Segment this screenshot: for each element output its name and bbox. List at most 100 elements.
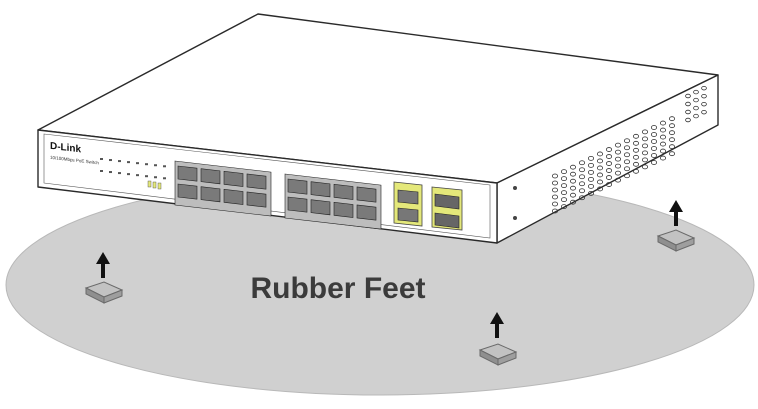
led-indicator: [154, 164, 157, 167]
vent-hole: [579, 167, 586, 173]
vent-hole: [633, 140, 640, 146]
rj45-port: [310, 181, 331, 198]
vent-hole: [561, 190, 568, 195]
vent-hole: [685, 109, 691, 115]
vent-hole: [606, 161, 613, 166]
vent-hole: [579, 174, 586, 180]
vent-hole: [651, 132, 658, 137]
led-indicator: [100, 158, 103, 160]
vent-hole: [642, 143, 649, 149]
led-indicator: [136, 162, 139, 165]
vent-hole: [633, 133, 640, 139]
led-indicator: [154, 176, 157, 179]
led-indicator: [127, 173, 130, 176]
vent-hole: [570, 164, 577, 170]
vent-hole: [615, 177, 622, 183]
vent-hole: [660, 141, 667, 147]
vent-hole: [588, 155, 595, 161]
vent-hole: [624, 138, 631, 144]
vent-hole: [660, 134, 667, 140]
rj45-port: [356, 186, 377, 203]
vent-hole: [552, 173, 559, 179]
led-indicator: [100, 170, 103, 172]
combo-port-area: [393, 181, 463, 231]
vent-hole: [660, 155, 667, 161]
led-indicator: [157, 182, 162, 190]
vent-hole: [642, 150, 649, 156]
vent-hole: [552, 187, 559, 193]
vent-hole: [669, 130, 676, 136]
vent-hole: [561, 204, 568, 209]
caption-rubber-feet: Rubber Feet: [250, 272, 425, 305]
led-indicator: [145, 175, 148, 178]
vent-hole: [651, 125, 658, 130]
vent-hole: [624, 152, 631, 158]
arrow-up-icon: [669, 200, 683, 226]
vent-hole: [660, 127, 667, 133]
vent-hole: [597, 179, 604, 185]
vent-hole: [561, 183, 568, 188]
rj45-port: [356, 204, 377, 221]
vent-hole: [624, 173, 631, 179]
vent-hole: [642, 136, 649, 142]
vent-hole: [701, 109, 707, 115]
rj45-port: [333, 183, 354, 200]
vent-hole: [615, 163, 622, 169]
vent-hole: [685, 101, 691, 107]
vent-hole: [570, 185, 577, 191]
vent-hole: [597, 158, 604, 164]
vent-hole: [633, 168, 640, 174]
rj45-port: [223, 188, 244, 205]
vent-hole: [606, 168, 613, 173]
vent-hole: [624, 145, 631, 151]
vent-hole: [669, 116, 676, 122]
led-indicator: [109, 171, 112, 174]
vent-hole: [642, 129, 649, 135]
rj45-port: [310, 199, 331, 216]
vent-hole: [552, 208, 559, 214]
vent-hole: [669, 144, 676, 150]
vent-hole: [606, 154, 613, 159]
rj45-port: [246, 191, 267, 208]
vent-hole: [615, 149, 622, 155]
vent-hole: [588, 190, 595, 196]
vent-hole: [597, 186, 604, 192]
led-indicator: [109, 159, 112, 162]
vent-hole: [570, 199, 577, 205]
vent-hole: [561, 169, 568, 174]
vent-hole: [693, 89, 699, 95]
led-indicator: [118, 160, 121, 163]
vent-hole: [552, 194, 559, 200]
led-indicator: [136, 174, 139, 177]
rj45-port: [287, 196, 308, 213]
led-panel: [100, 158, 166, 190]
vent-hole: [701, 85, 707, 91]
vent-hole: [669, 137, 676, 143]
rj45-port: [287, 178, 308, 195]
arrow-up-icon: [96, 252, 110, 278]
vent-hole: [633, 147, 640, 153]
vent-hole: [579, 195, 586, 201]
vent-hole: [701, 93, 707, 99]
vent-hole: [606, 182, 613, 187]
led-indicator: [163, 165, 166, 168]
vent-hole: [579, 181, 586, 187]
vent-hole: [660, 120, 667, 126]
vent-hole: [624, 159, 631, 165]
vent-hole: [615, 142, 622, 148]
led-indicator: [147, 180, 152, 188]
screw: [513, 216, 517, 220]
rubber-foot-right: [656, 229, 696, 252]
vent-hole: [660, 148, 667, 154]
vent-hole: [669, 151, 676, 157]
model-label: 10/100Mbps PoE Switch: [50, 155, 99, 166]
vent-hole: [579, 188, 586, 194]
vent-hole: [579, 160, 586, 166]
led-indicator: [127, 161, 130, 164]
led-indicator: [145, 163, 148, 166]
vent-hole: [651, 146, 658, 151]
vent-hole: [685, 93, 691, 99]
vent-hole: [651, 139, 658, 144]
vent-hole: [701, 101, 707, 107]
